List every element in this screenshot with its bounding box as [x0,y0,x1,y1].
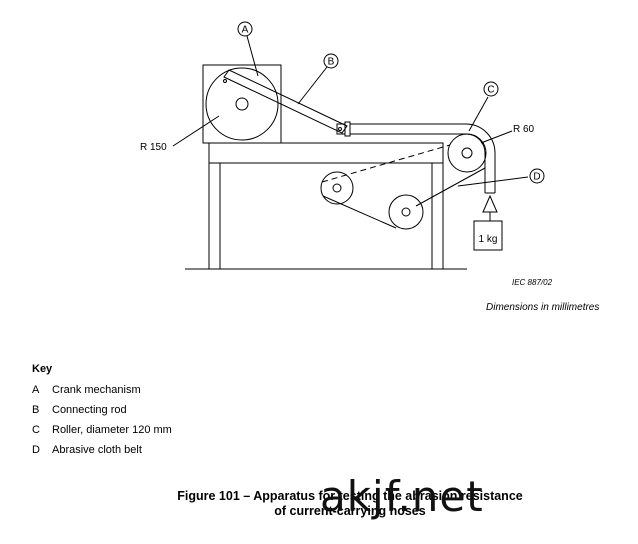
joint-pin [338,127,342,131]
key-text: Connecting rod [52,404,127,416]
key-text: Abrasive cloth belt [52,444,142,456]
caption-line-1: Figure 101 – Apparatus for testing the a… [177,489,523,503]
hose-bend-inner [465,133,486,154]
key-list: A Crank mechanism B Connecting rod C Roller… [32,383,172,463]
dimensions-note: Dimensions in millimetres [486,302,600,313]
pulley-right-hub [401,207,411,217]
connecting-rod [223,69,348,134]
leader-c [468,96,489,132]
callout-a-circle [237,21,253,37]
callout-b: B [328,57,335,68]
callout-d-circle [529,168,545,184]
key-text: Roller, diameter 120 mm [52,424,172,436]
hose-bend-outer [465,123,496,154]
key-item-b: B Connecting rod [32,403,172,423]
crank-radius-label: R 150 [140,142,167,153]
key-letter: C [32,424,40,436]
weight-box [473,220,503,251]
key-letter: A [32,384,40,396]
rod-joint-flange [344,121,351,137]
key-letter: B [32,404,40,416]
roller-radius-label: R 60 [513,124,535,135]
roller [447,133,487,173]
key-item-a: A Crank mechanism [32,383,172,403]
pulley-right [388,194,424,230]
callout-b-circle [323,53,339,69]
key-item-d: D Abrasive cloth belt [32,443,172,463]
watermark: akjf.net [320,472,484,521]
key-item-c: C Roller, diameter 120 mm [32,423,172,443]
crank-hub [235,97,249,111]
apparatus-drawing: A B C D R 150 R 60 1 kg IEC 887/02 [140,21,553,287]
pulley-left-hub [332,183,342,193]
caption-line-2: of current-carrying hoses [274,504,426,518]
table-leg-right [431,162,444,270]
callout-c-circle [483,81,499,97]
key-letter: D [32,444,40,456]
figure-caption: Figure 101 – Apparatus for testing the a… [140,489,560,519]
leader-d [457,176,529,187]
iec-reference: IEC 887/02 [512,278,553,287]
leader-r60 [480,130,513,144]
leader-b [297,66,328,105]
leader-a [246,35,259,77]
belt-lower [322,195,397,229]
leader-r150 [172,115,220,147]
rod-pin [223,79,227,83]
key-title: Key [32,363,53,375]
key-text: Crank mechanism [52,384,141,396]
weight-label: 1 kg [479,234,498,245]
table-leg-left [208,162,221,270]
crank-wheel [205,67,279,141]
belt-upper [321,144,451,183]
belt-return [415,167,486,207]
callout-d: D [533,172,540,183]
roller-hub [461,147,473,159]
pulley-left [320,171,354,205]
callout-a: A [242,25,249,36]
weight-cone [482,194,498,213]
callout-c: C [487,85,494,96]
table-top [208,142,444,164]
